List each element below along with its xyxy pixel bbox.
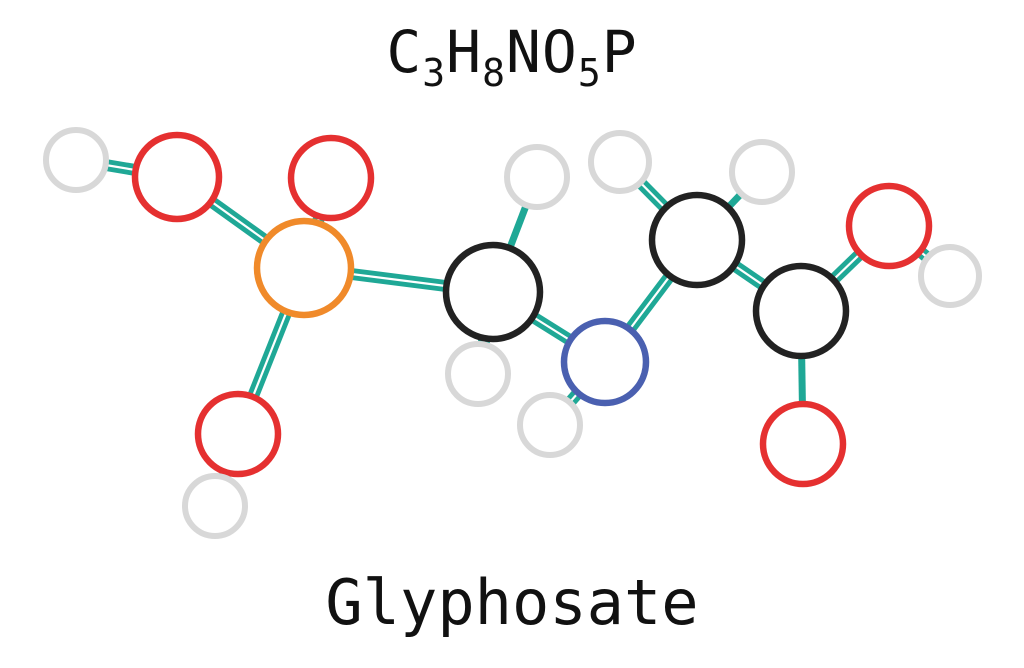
hydrogen-atom: [43, 127, 109, 193]
formula-subscript: 3: [422, 51, 447, 95]
carbon-atom: [442, 241, 544, 343]
hydrogen-atom: [729, 139, 795, 205]
oxygen-atom: [194, 390, 282, 478]
hydrogen-atom: [182, 473, 248, 539]
formula-element: P: [601, 18, 638, 86]
molecular-formula: C3H8NO5P: [0, 18, 1024, 95]
atoms-group: [43, 127, 982, 539]
molecule-name: Glyphosate: [325, 566, 699, 639]
hydrogen-atom: [918, 244, 982, 308]
formula-element: N: [505, 18, 542, 86]
formula-element: C: [386, 18, 423, 86]
nitrogen-atom: [560, 317, 650, 407]
oxygen-atom: [131, 131, 223, 223]
formula-element: H: [446, 18, 483, 86]
hydrogen-atom: [517, 392, 583, 458]
formula-element: O: [541, 18, 578, 86]
oxygen-atom: [759, 400, 847, 488]
hydrogen-atom: [588, 130, 652, 194]
formula-subscript: 5: [577, 51, 602, 95]
oxygen-atom: [845, 182, 933, 270]
oxygen-atom: [287, 134, 375, 222]
formula-subscript: 8: [482, 51, 506, 95]
phosphorus-atom: [253, 217, 355, 319]
hydrogen-atom: [504, 144, 570, 210]
carbon-atom: [648, 191, 746, 289]
hydrogen-atom: [445, 341, 511, 407]
carbon-atom: [752, 262, 850, 360]
